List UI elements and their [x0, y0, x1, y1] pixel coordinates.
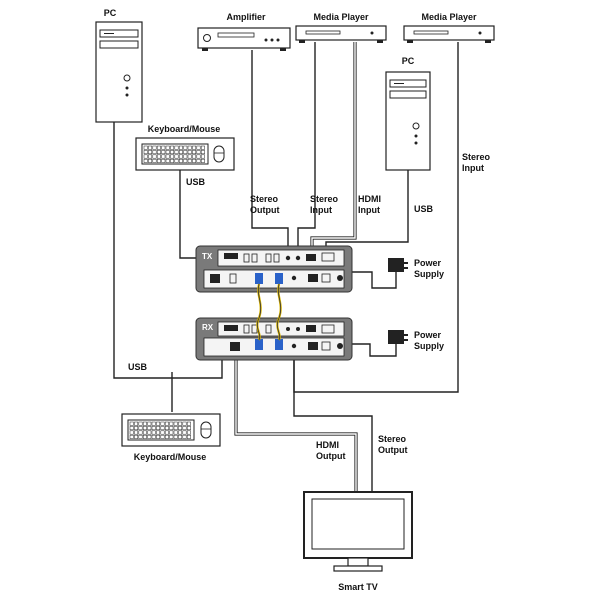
tx-extender: TX: [195, 245, 353, 293]
rx-label: RX: [202, 323, 214, 332]
keyboard-mouse-top-device: [135, 137, 235, 171]
label-power-supply-tx: Power Supply: [414, 258, 444, 279]
label-keyboard-mouse-bottom: Keyboard/Mouse: [134, 452, 207, 462]
stereo-output-cable-bottom: [293, 352, 373, 492]
label-pc-right: PC: [402, 56, 415, 66]
fiber-cables: [256, 283, 282, 341]
keyboard-mouse-bottom-device: [121, 413, 221, 447]
power-cable-tx: [345, 270, 397, 289]
label-stereo-input-right: Stereo Input: [462, 152, 493, 173]
label-usb-top-right: USB: [414, 204, 434, 214]
keyboard-keys-top: [143, 145, 205, 163]
stereo-output-cable: [251, 50, 289, 252]
label-hdmi-input: HDMI Input: [358, 194, 384, 215]
label-usb-bottom-left: USB: [128, 362, 148, 372]
label-pc-left: PC: [104, 8, 117, 18]
amplifier-device: [197, 27, 291, 51]
label-media-player-1: Media Player: [313, 12, 369, 22]
label-smart-tv: Smart TV: [338, 582, 378, 592]
label-amplifier: Amplifier: [226, 12, 266, 22]
media-player-2-device: [403, 25, 495, 43]
hdmi-output-cable: [234, 352, 358, 492]
label-power-supply-rx: Power Supply: [414, 330, 444, 351]
usb-cable-pc-left: [113, 120, 223, 379]
power-supply-rx-device: [388, 330, 408, 344]
rx-extender: RX: [195, 317, 353, 361]
cables: [113, 42, 459, 492]
stereo-input-cable-top: [297, 42, 316, 252]
tx-label: TX: [202, 252, 213, 261]
smart-tv-device: [303, 491, 413, 572]
label-stereo-output-top: Stereo Output: [250, 194, 281, 215]
pc-tower-right: [385, 71, 431, 171]
keyboard-keys-bottom: [129, 421, 191, 439]
hdmi-input-cable: [310, 42, 357, 252]
label-stereo-output-bottom: Stereo Output: [378, 434, 409, 455]
power-cable-rx: [345, 342, 397, 357]
power-supply-tx-device: [388, 258, 408, 272]
labels: PC Amplifier Media Player Media Player P…: [104, 8, 493, 592]
label-usb-top-left: USB: [186, 177, 206, 187]
pc-tower-left: [95, 21, 143, 123]
label-hdmi-output: HDMI Output: [316, 440, 346, 461]
label-keyboard-mouse-top: Keyboard/Mouse: [148, 124, 221, 134]
media-player-1-device: [295, 25, 387, 43]
label-media-player-2: Media Player: [421, 12, 477, 22]
label-stereo-input-top: Stereo Input: [310, 194, 341, 215]
